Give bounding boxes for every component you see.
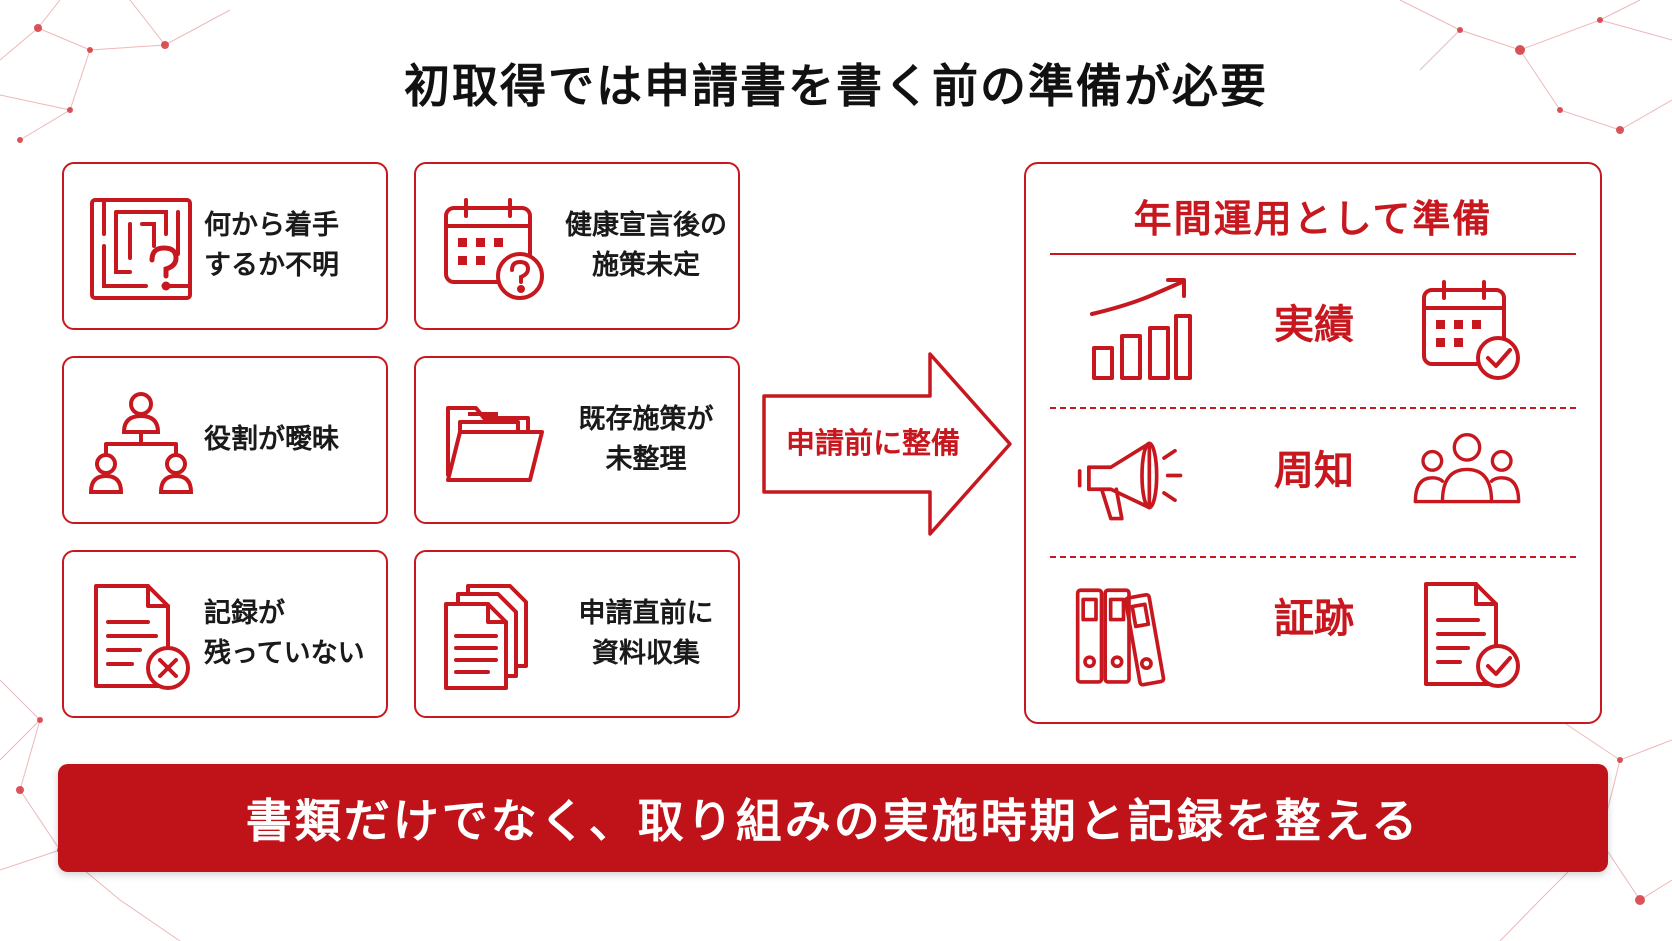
problem-line: するか不明 xyxy=(204,250,339,281)
problem-card-last-minute-collection: 申請直前に 資料収集 xyxy=(414,550,740,718)
problem-line: 既存施策が xyxy=(578,404,714,435)
document-check-icon xyxy=(1424,582,1520,688)
rising-bar-chart-icon xyxy=(1090,278,1192,380)
problem-line: 申請直前に xyxy=(578,598,714,629)
row-label-awareness: 周知 xyxy=(1274,448,1354,494)
page-title: 初取得では申請書を書く前の準備が必要 xyxy=(404,59,1268,113)
problem-card-no-records: 記録が 残っていない xyxy=(62,550,388,718)
problem-line: 何から着手 xyxy=(204,210,339,241)
problem-line: 施策未定 xyxy=(592,250,700,281)
annual-operation-panel: 年間運用として準備 実績 周知 xyxy=(1024,162,1602,724)
group-people-icon xyxy=(1413,433,1521,504)
panel-row-divider xyxy=(1050,556,1576,558)
problem-card-unclear-start: 何から着手 するか不明 xyxy=(62,162,388,330)
problem-line: 健康宣言後の xyxy=(565,210,727,241)
summary-banner: 書類だけでなく、取り組みの実施時期と記録を整える xyxy=(58,764,1608,872)
problem-line: 資料収集 xyxy=(592,638,700,669)
problem-card-undecided-measures: 健康宣言後の 施策未定 xyxy=(414,162,740,330)
problem-line: 役割が曖昧 xyxy=(204,424,339,455)
maze-question-icon xyxy=(90,198,192,300)
stacked-documents-icon xyxy=(444,584,528,690)
problem-line: 残っていない xyxy=(204,638,365,669)
panel-row-divider xyxy=(1050,407,1576,409)
org-chart-icon xyxy=(88,392,194,494)
panel-title: 年間運用として準備 xyxy=(1133,197,1493,241)
binders-icon xyxy=(1075,588,1166,687)
banner-text: 書類だけでなく、取り組みの実施時期と記録を整える xyxy=(245,794,1421,848)
row-label-results: 実績 xyxy=(1274,302,1354,348)
problem-line: 記録が xyxy=(204,598,285,629)
calendar-check-icon xyxy=(1422,280,1520,380)
problem-line: 未整理 xyxy=(605,444,687,475)
arrow-label: 申請前に整備 xyxy=(785,426,960,460)
calendar-question-icon xyxy=(444,198,544,300)
problem-card-unorganized-measures: 既存施策が 未整理 xyxy=(414,356,740,524)
panel-divider xyxy=(1050,253,1576,255)
problem-card-unclear-roles: 役割が曖昧 xyxy=(62,356,388,524)
document-x-icon xyxy=(94,584,190,690)
right-arrow-icon xyxy=(762,352,1012,536)
megaphone-icon xyxy=(1077,441,1183,521)
folder-icon xyxy=(446,406,544,482)
row-label-evidence: 証跡 xyxy=(1274,596,1354,642)
